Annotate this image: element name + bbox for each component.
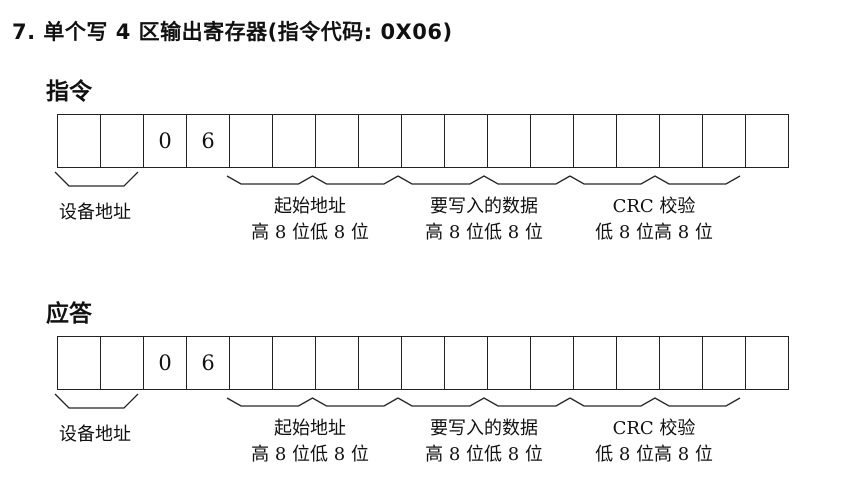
field-caption-line: 高 8 位低 8 位 bbox=[425, 222, 543, 243]
field-caption-line: CRC 校验 bbox=[612, 196, 696, 217]
register-cell bbox=[745, 336, 789, 390]
field-brace bbox=[54, 393, 139, 409]
field-caption-line: 高 8 位低 8 位 bbox=[425, 444, 543, 465]
field-brace bbox=[397, 175, 571, 185]
field-caption-line: 高 8 位低 8 位 bbox=[251, 222, 369, 243]
field-caption-line: 起始地址 bbox=[274, 196, 346, 217]
field-caption-line: 高 8 位低 8 位 bbox=[251, 444, 369, 465]
instruction-heading: 指令 bbox=[46, 79, 92, 105]
diagram-title: 7. 单个写 4 区输出寄存器(指令代码: 0X06) bbox=[12, 20, 453, 44]
field-caption: 设备地址 bbox=[15, 200, 175, 226]
field-braces bbox=[54, 171, 741, 187]
field-caption: 要写入的数据高 8 位低 8 位 bbox=[404, 194, 564, 246]
field-caption-line: 低 8 位高 8 位 bbox=[595, 444, 713, 465]
field-caption-line: 设备地址 bbox=[59, 202, 131, 223]
field-caption: CRC 校验低 8 位高 8 位 bbox=[574, 194, 734, 246]
field-caption: 起始地址高 8 位低 8 位 bbox=[230, 194, 390, 246]
field-caption: CRC 校验低 8 位高 8 位 bbox=[574, 416, 734, 468]
response-heading: 应答 bbox=[46, 301, 92, 327]
field-caption-line: 要写入的数据 bbox=[430, 196, 538, 217]
field-braces bbox=[54, 393, 741, 409]
field-caption-line: 设备地址 bbox=[59, 424, 131, 445]
field-caption: 起始地址高 8 位低 8 位 bbox=[230, 416, 390, 468]
field-caption-line: CRC 校验 bbox=[612, 418, 696, 439]
field-brace bbox=[397, 397, 571, 407]
field-brace bbox=[569, 175, 741, 185]
field-brace bbox=[569, 397, 741, 407]
field-caption: 要写入的数据高 8 位低 8 位 bbox=[404, 416, 564, 468]
field-caption-line: 要写入的数据 bbox=[430, 418, 538, 439]
field-brace bbox=[226, 175, 399, 185]
field-caption-line: 起始地址 bbox=[274, 418, 346, 439]
field-brace bbox=[226, 397, 399, 407]
field-caption-line: 低 8 位高 8 位 bbox=[595, 222, 713, 243]
register-cell bbox=[745, 114, 789, 168]
field-brace bbox=[54, 171, 139, 187]
field-caption: 设备地址 bbox=[15, 422, 175, 448]
